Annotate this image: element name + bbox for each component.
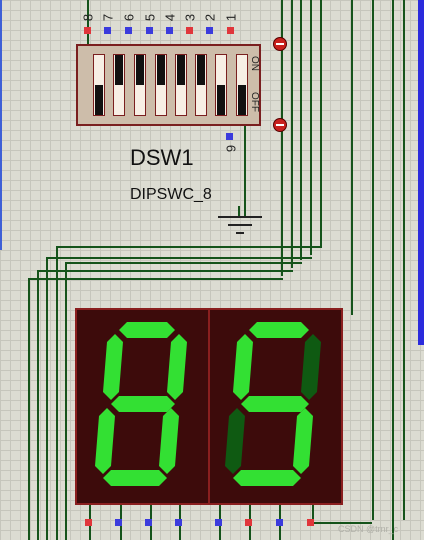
off-label: OFF: [249, 92, 260, 112]
dip-pin5-connector[interactable]: [146, 27, 153, 34]
wire-right-6: [351, 0, 353, 315]
wire-right-5: [281, 0, 283, 276]
digit-2: [225, 322, 321, 486]
seg-2-f: [233, 334, 253, 400]
wire-l4: [37, 270, 39, 540]
dip-pin9-connector[interactable]: [226, 133, 233, 140]
pin-number-3: 3: [182, 13, 198, 22]
seven-segment-display[interactable]: [75, 308, 343, 505]
wire-right-1: [320, 0, 322, 248]
seg-1-d: [103, 470, 167, 486]
dip-slot-7[interactable]: [113, 54, 125, 116]
pin-number-1: 1: [223, 13, 239, 22]
offscreen-component-edge-left: [0, 0, 2, 250]
dip-pin4-connector[interactable]: [166, 27, 173, 34]
wire-pin8: [87, 0, 89, 44]
display-pin-1[interactable]: [85, 519, 92, 526]
display-pin-7[interactable]: [276, 519, 283, 526]
wire-l5: [28, 278, 30, 540]
dip-slot-2[interactable]: [215, 54, 227, 116]
wire-l2: [46, 257, 48, 540]
pin-number-2: 2: [202, 13, 218, 22]
dip-pin7-connector[interactable]: [104, 27, 111, 34]
seg-1-e: [95, 408, 115, 474]
dip-pin2-connector[interactable]: [206, 27, 213, 34]
wire-h2: [46, 257, 312, 259]
dip-pin1-connector[interactable]: [227, 27, 234, 34]
dip-off-terminal-icon[interactable]: [273, 118, 287, 132]
seg-2-d: [233, 470, 301, 486]
wire-h1: [56, 246, 322, 248]
wire-h4: [37, 270, 293, 272]
dip-pin6-connector[interactable]: [125, 27, 132, 34]
seg-1-f: [103, 334, 123, 400]
wire-l3: [65, 262, 67, 540]
pin-number-8: 8: [80, 13, 96, 22]
pin-number-9: 9: [223, 144, 239, 153]
wire-bottom-h: [312, 522, 372, 524]
dip-pin8-connector[interactable]: [84, 27, 91, 34]
display-svg: [95, 310, 321, 503]
wire-h5: [28, 278, 283, 280]
display-pin-3[interactable]: [145, 519, 152, 526]
wire-l1: [56, 246, 58, 540]
component-value-label: DIPSWC_8: [130, 186, 212, 203]
pin-number-5: 5: [142, 13, 158, 22]
wire-right-2: [310, 0, 312, 255]
dip-slot-1[interactable]: [236, 54, 248, 116]
wire-bottom-8: [312, 505, 314, 525]
seg-2-e: [225, 408, 245, 474]
dip-slot-3[interactable]: [195, 54, 207, 116]
pin-number-4: 4: [162, 13, 178, 22]
seg-1-g: [111, 396, 175, 412]
dip-pin3-connector[interactable]: [186, 27, 193, 34]
wire-right-9: [403, 0, 405, 520]
display-pin-5[interactable]: [215, 519, 222, 526]
on-label: ON: [249, 56, 260, 71]
wire-h3: [65, 262, 302, 264]
pin-number-6: 6: [121, 13, 137, 22]
dip-on-terminal-icon[interactable]: [273, 37, 287, 51]
wire-right-4: [291, 0, 293, 268]
watermark: CSDN @trnr_c: [338, 524, 399, 534]
pin-number-7: 7: [100, 13, 116, 22]
dip-slot-8[interactable]: [93, 54, 105, 116]
wire-dip-down-1: [244, 126, 246, 218]
dip-slot-6[interactable]: [134, 54, 146, 116]
seg-2-b: [301, 334, 321, 400]
component-ref-label: DSW1: [130, 145, 194, 170]
digit-1: [95, 322, 187, 486]
seg-1-c: [159, 408, 179, 474]
wire-right-7: [372, 0, 374, 520]
display-pin-8[interactable]: [307, 519, 314, 526]
display-pin-6[interactable]: [245, 519, 252, 526]
display-pin-4[interactable]: [175, 519, 182, 526]
dip-slot-4[interactable]: [175, 54, 187, 116]
seg-1-b: [167, 334, 187, 400]
display-pin-2[interactable]: [115, 519, 122, 526]
wire-right-3: [300, 0, 302, 260]
seg-2-a: [249, 322, 309, 338]
seg-1-a: [119, 322, 175, 338]
dip-switch-body[interactable]: ON OFF: [76, 44, 261, 126]
ground-stem: [238, 206, 240, 218]
seg-2-c: [293, 408, 313, 474]
seg-2-g: [241, 396, 309, 412]
offscreen-component-edge: [418, 0, 424, 345]
wire-right-8: [392, 0, 394, 540]
ground-icon: [218, 216, 262, 240]
dip-slot-5[interactable]: [155, 54, 167, 116]
